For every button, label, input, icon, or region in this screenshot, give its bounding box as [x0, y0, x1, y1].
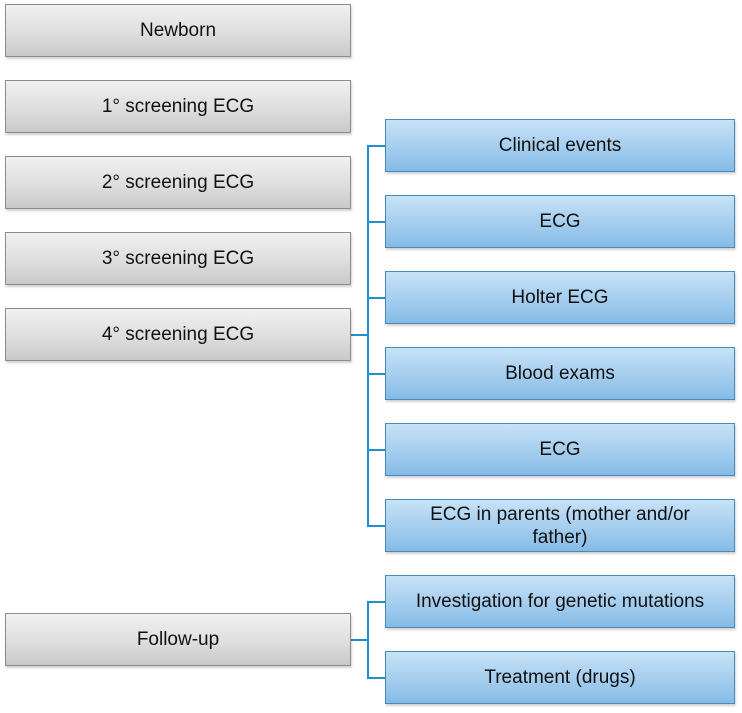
stage-box-follow-up: Follow-up — [5, 613, 351, 666]
step-box-genetic-mutations: Investigation for genetic mutations — [385, 575, 735, 628]
step-box-ecg-parents: ECG in parents (mother and/or father) — [385, 499, 735, 552]
stage-box-screening-2: 2° screening ECG — [5, 156, 351, 209]
stage-box-screening-3: 3° screening ECG — [5, 232, 351, 285]
step-box-treatment: Treatment (drugs) — [385, 651, 735, 704]
step-box-clinical-events: Clinical events — [385, 119, 735, 172]
stage-box-newborn: Newborn — [5, 4, 351, 57]
connector-followup-trunk — [367, 601, 369, 679]
connector-branch-blood-exams — [367, 373, 385, 375]
connector-stage4-trunk — [367, 145, 369, 527]
connector-branch-ecg-parents — [367, 525, 385, 527]
step-box-ecg: ECG — [385, 195, 735, 248]
connector-branch-treatment — [367, 677, 385, 679]
step-box-blood-exams: Blood exams — [385, 347, 735, 400]
stage-box-screening-1: 1° screening ECG — [5, 80, 351, 133]
connector-branch-genetic — [367, 601, 385, 603]
step-box-holter-ecg: Holter ECG — [385, 271, 735, 324]
connector-branch-clinical-events — [367, 145, 385, 147]
step-box-ecg-repeat: ECG — [385, 423, 735, 476]
connector-followup-stub — [351, 639, 369, 641]
stage-box-screening-4: 4° screening ECG — [5, 308, 351, 361]
connector-branch-ecg-2 — [367, 449, 385, 451]
connector-branch-ecg-1 — [367, 221, 385, 223]
connector-stage4-stub — [351, 334, 369, 336]
connector-branch-holter-ecg — [367, 297, 385, 299]
